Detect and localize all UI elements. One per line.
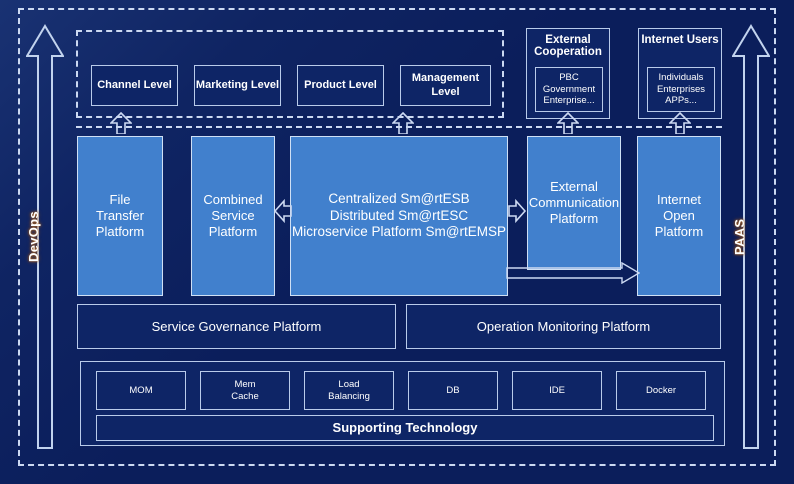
platform-label: Internet Open Platform	[654, 192, 704, 239]
tier-label: Product Level	[304, 78, 377, 91]
right-arrow-glyph	[508, 198, 526, 224]
connector-arrow-core-to-combined	[274, 198, 292, 224]
operation-monitoring-platform[interactable]: Operation Monitoring Platform	[406, 304, 721, 349]
service-governance-platform[interactable]: Service Governance Platform	[77, 304, 396, 349]
paas-arrow: PAAS	[732, 22, 770, 452]
tech-box-mom[interactable]: MOM	[96, 371, 186, 410]
external-cooperation-body-box: PBC Government Enterprise...	[535, 67, 603, 112]
connector-arrow-core-to-internet-open	[506, 262, 640, 284]
platform-internet-open[interactable]: Internet Open Platform	[637, 136, 721, 296]
devops-arrow: DevOps	[26, 22, 64, 452]
platform-core-esb[interactable]: Centralized Sm@rtESB Distributed Sm@rtES…	[290, 136, 508, 296]
platform-external-communication[interactable]: External Communication Platform	[527, 136, 621, 270]
tier-label: Marketing Level	[195, 78, 280, 91]
tech-box-mem-cache[interactable]: Mem Cache	[200, 371, 290, 410]
business-tier-region	[76, 30, 504, 118]
left-arrow-glyph	[274, 198, 292, 224]
internet-users-body: Individuals Enterprises APPs...	[656, 72, 706, 107]
outer-dashed-frame	[18, 8, 776, 466]
tech-box-load-balancing[interactable]: Load Balancing	[304, 371, 394, 410]
up-arrow-icon-management	[392, 112, 414, 134]
tier-label: Management Level	[411, 72, 480, 98]
tech-label: IDE	[549, 384, 565, 396]
internet-users-body-box: Individuals Enterprises APPs...	[647, 67, 715, 112]
tech-box-db[interactable]: DB	[408, 371, 498, 410]
tech-label: Mem Cache	[231, 378, 259, 402]
internet-users-group[interactable]: Internet Users Individuals Enterprises A…	[638, 28, 722, 119]
platform-label: File Transfer Platform	[95, 192, 145, 239]
platform-label: Combined Service Platform	[203, 192, 263, 239]
tech-box-docker[interactable]: Docker	[616, 371, 706, 410]
external-cooperation-group[interactable]: External Cooperation PBC Government Ente…	[526, 28, 610, 119]
paas-arrow-shape	[732, 24, 770, 449]
tier-box-marketing[interactable]: Marketing Level	[194, 65, 281, 106]
external-cooperation-body: PBC Government Enterprise...	[542, 72, 596, 107]
up-arrow-glyph	[110, 112, 132, 134]
connector-arrow-core-to-external-comm	[508, 198, 526, 224]
tier-box-product[interactable]: Product Level	[297, 65, 384, 106]
internet-users-title: Internet Users	[641, 34, 719, 46]
platform-combined-service[interactable]: Combined Service Platform	[191, 136, 275, 296]
paas-arrow-label: PAAS	[732, 218, 747, 256]
devops-arrow-shape	[26, 24, 64, 449]
tier-box-management[interactable]: Management Level	[400, 65, 491, 106]
long-right-arrow-glyph	[506, 262, 640, 284]
platform-label: External Communication Platform	[528, 179, 620, 226]
external-cooperation-title: External Cooperation	[534, 34, 602, 58]
core-line-1: Centralized Sm@rtESB	[328, 191, 470, 207]
tech-label: MOM	[129, 384, 153, 396]
up-arrow-icon-channel	[110, 112, 132, 134]
tech-label: Docker	[645, 384, 677, 396]
up-arrow-icon-internet-users	[669, 112, 691, 134]
management-bar-label: Service Governance Platform	[151, 318, 322, 334]
devops-arrow-label: DevOps	[26, 211, 41, 263]
core-line-2: Distributed Sm@rtESC	[329, 207, 469, 223]
core-line-3: Microservice Platform Sm@rtEMSP	[292, 224, 506, 240]
tier-label: Channel Level	[97, 78, 172, 91]
platform-file-transfer[interactable]: File Transfer Platform	[77, 136, 163, 296]
tech-label: DB	[446, 384, 460, 396]
up-arrow-glyph	[557, 112, 579, 134]
up-arrow-icon-external-cooperation	[557, 112, 579, 134]
tier-box-channel[interactable]: Channel Level	[91, 65, 178, 106]
tech-box-ide[interactable]: IDE	[512, 371, 602, 410]
up-arrow-glyph	[669, 112, 691, 134]
supporting-technology-container: MOM Mem Cache Load Balancing DB IDE Dock…	[80, 361, 725, 446]
supporting-technology-label: Supporting Technology	[332, 420, 478, 436]
management-bar-label: Operation Monitoring Platform	[476, 318, 651, 334]
tech-label: Load Balancing	[328, 378, 370, 402]
up-arrow-glyph	[392, 112, 414, 134]
supporting-technology-footer[interactable]: Supporting Technology	[96, 415, 714, 441]
